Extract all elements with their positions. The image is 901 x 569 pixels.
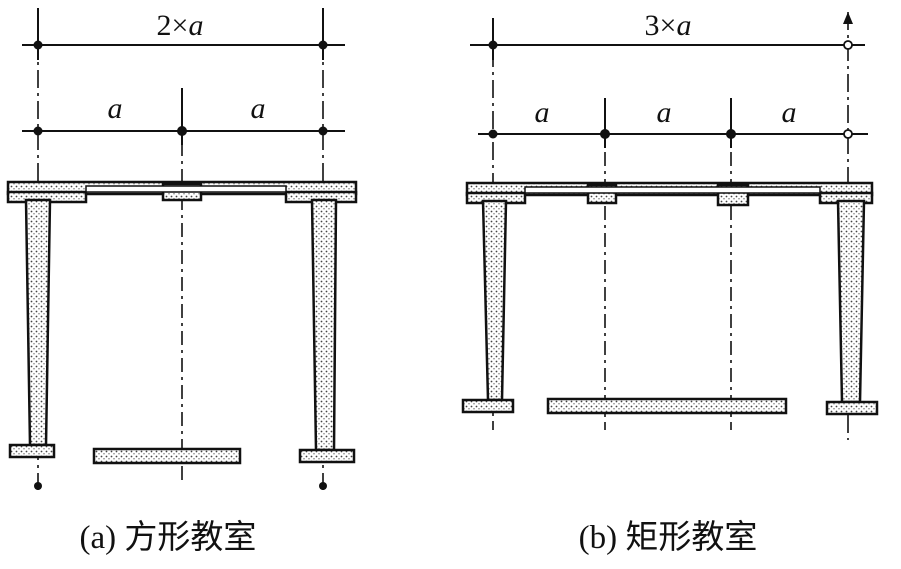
figure-a-dim-node xyxy=(33,40,43,50)
figure-a-dim-node xyxy=(33,126,43,136)
figure-a-bay-label: a xyxy=(108,92,123,125)
figure-a-right-wall xyxy=(298,198,356,464)
figure-a-caption: (a) 方形教室 xyxy=(80,519,257,556)
figure-a-dim-node xyxy=(177,126,187,136)
figure-b-total-label: 3×a xyxy=(645,9,692,42)
figure-b-left-wall xyxy=(461,199,515,414)
figure-b-bay-label: a xyxy=(535,96,550,129)
figure-a-axis-end xyxy=(34,482,42,490)
figure-a-dim-node xyxy=(318,40,328,50)
figure-a-axis-end xyxy=(319,482,327,490)
figure-b-dim-node xyxy=(726,129,736,139)
figure-a-left-wall xyxy=(8,198,56,459)
figure-a-window-strip xyxy=(85,185,287,193)
figure-a-dim-node xyxy=(318,126,328,136)
figure-b-total-dimension xyxy=(470,18,865,60)
figure-b-dim-node xyxy=(600,129,610,139)
figure-a-bay-dimension xyxy=(22,88,345,145)
figure-b-dim-node xyxy=(488,129,498,139)
figure-a-total-label: 2×a xyxy=(157,9,204,42)
figure-b-bay-label: a xyxy=(657,96,672,129)
figure-b-arrow-head xyxy=(843,12,853,24)
figure-a-total-dimension xyxy=(22,8,345,60)
figure-a-square-classroom: 2×a a a (a) 方形教 xyxy=(6,8,358,556)
figure-b-axis-lines xyxy=(492,12,849,440)
figure-a-bottom-wall xyxy=(92,447,242,465)
figure-b-window-strip xyxy=(524,186,821,194)
figure-b-caption: (b) 矩形教室 xyxy=(579,519,758,556)
figure-b-rectangular-classroom: 3×a a a a xyxy=(461,9,879,556)
figure-b-bottom-wall xyxy=(546,397,788,415)
figure-a-bay-label: a xyxy=(251,92,266,125)
figure-b-bay-label: a xyxy=(782,96,797,129)
figure-b-bay-dimension xyxy=(478,98,868,148)
figure-a-axis-lines xyxy=(37,8,324,490)
figure-b-dim-node xyxy=(843,129,853,139)
figure-b-dim-node xyxy=(488,40,498,50)
figure-b-dim-node xyxy=(843,40,853,50)
figure-b-right-wall xyxy=(825,199,879,416)
